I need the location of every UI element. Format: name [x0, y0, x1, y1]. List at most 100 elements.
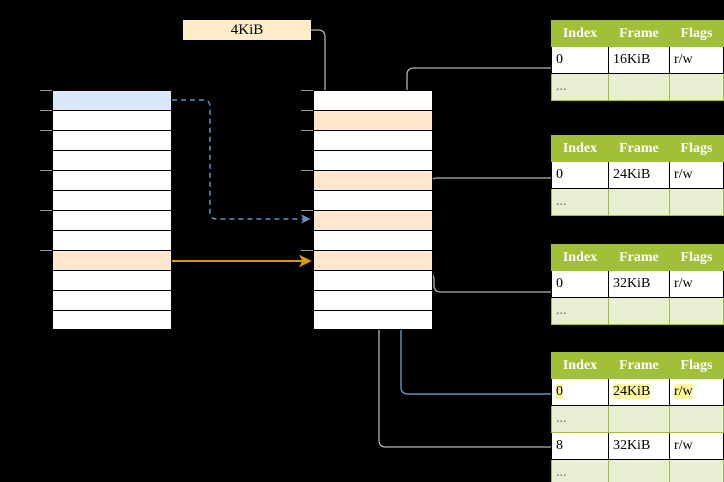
- cell-frame: [607, 459, 670, 482]
- cell-frame: 24KiB: [607, 161, 670, 189]
- table-row: ...: [551, 297, 724, 325]
- physical-memory-cell-4: [313, 170, 433, 190]
- table-row: 0 24KiB r/w: [551, 378, 724, 406]
- cell-flags: r/w: [668, 46, 724, 74]
- column-header-flags: Flags: [668, 135, 724, 162]
- physical-memory-cell-1: [313, 110, 433, 130]
- cell-flags: [668, 459, 724, 482]
- column-header-frame: Frame: [607, 20, 670, 47]
- tick-left-8: [40, 250, 52, 251]
- highlight-marker: r/w: [673, 384, 693, 399]
- cell-frame: [607, 297, 670, 325]
- physical-memory-cell-9: [313, 270, 433, 290]
- cell-flags: r/w: [668, 378, 724, 406]
- tick-middle-0: [301, 90, 313, 91]
- physical-memory-cell-7: [313, 230, 433, 250]
- cell-index: 0: [551, 378, 609, 406]
- tick-left-1: [40, 110, 52, 111]
- cell-index: ...: [551, 405, 609, 433]
- tick-left-6: [40, 210, 52, 211]
- tick-left-2: [40, 130, 52, 131]
- tick-middle-2: [301, 130, 313, 131]
- virtual-memory-stack: [52, 90, 172, 330]
- column-header-flags: Flags: [668, 244, 724, 271]
- virtual-memory-cell-4: [52, 170, 172, 190]
- cell-frame: [607, 405, 670, 433]
- physical-memory-cell-2: [313, 130, 433, 150]
- cell-flags: r/w: [668, 432, 724, 460]
- virtual-memory-cell-6: [52, 210, 172, 230]
- wire-left-row0-to-middle-row6: [172, 99, 311, 224]
- virtual-memory-cell-10: [52, 290, 172, 310]
- virtual-memory-cell-0: [52, 90, 172, 110]
- table-row: ...: [551, 188, 724, 216]
- column-header-frame: Frame: [607, 135, 670, 162]
- table-row: ...: [551, 459, 724, 482]
- tick-middle-1: [301, 110, 313, 111]
- column-header-index: Index: [551, 352, 609, 379]
- virtual-memory-cell-9: [52, 270, 172, 290]
- cell-frame: 32KiB: [607, 432, 670, 460]
- cell-flags: r/w: [668, 270, 724, 298]
- virtual-memory-cell-5: [52, 190, 172, 210]
- physical-memory-cell-5: [313, 190, 433, 210]
- physical-memory-stack: [313, 90, 433, 330]
- highlight-marker: 24KiB: [612, 384, 651, 399]
- column-header-index: Index: [551, 135, 609, 162]
- tick-middle-6: [301, 210, 313, 211]
- virtual-memory-cell-1: [52, 110, 172, 130]
- column-header-flags: Flags: [668, 352, 724, 379]
- column-header-flags: Flags: [668, 20, 724, 47]
- table-row: ...: [551, 405, 724, 433]
- column-header-index: Index: [551, 244, 609, 271]
- cell-frame: [607, 188, 670, 216]
- cell-flags: [668, 405, 724, 433]
- cell-index: 0: [551, 161, 609, 189]
- physical-memory-cell-10: [313, 290, 433, 310]
- cell-frame: 24KiB: [607, 378, 670, 406]
- column-header-frame: Frame: [607, 352, 670, 379]
- cell-frame: 16KiB: [607, 46, 670, 74]
- tick-left-0: [40, 90, 52, 91]
- physical-memory-cell-11: [313, 310, 433, 330]
- cell-frame: 32KiB: [607, 270, 670, 298]
- cell-index: ...: [551, 459, 609, 482]
- size-label-4kib: 4KiB: [183, 20, 311, 40]
- highlight-marker: 0: [556, 384, 563, 399]
- cell-index: ...: [551, 297, 609, 325]
- virtual-memory-cell-11: [52, 310, 172, 330]
- virtual-memory-cell-7: [52, 230, 172, 250]
- column-header-index: Index: [551, 20, 609, 47]
- cell-index: ...: [551, 73, 609, 101]
- cell-index: 0: [551, 270, 609, 298]
- cell-flags: [668, 188, 724, 216]
- cell-flags: [668, 297, 724, 325]
- cell-index: 8: [551, 432, 609, 460]
- physical-memory-cell-8: [313, 250, 433, 270]
- virtual-memory-cell-8: [52, 250, 172, 270]
- virtual-memory-cell-3: [52, 150, 172, 170]
- tick-left-4: [40, 170, 52, 171]
- cell-index: 0: [551, 46, 609, 74]
- column-header-frame: Frame: [607, 244, 670, 271]
- tick-middle-8: [301, 250, 313, 251]
- cell-flags: r/w: [668, 161, 724, 189]
- tick-middle-4: [301, 170, 313, 171]
- virtual-memory-cell-2: [52, 130, 172, 150]
- physical-memory-cell-6: [313, 210, 433, 230]
- physical-memory-cell-0: [313, 90, 433, 110]
- cell-flags: [668, 73, 724, 101]
- cell-index: ...: [551, 188, 609, 216]
